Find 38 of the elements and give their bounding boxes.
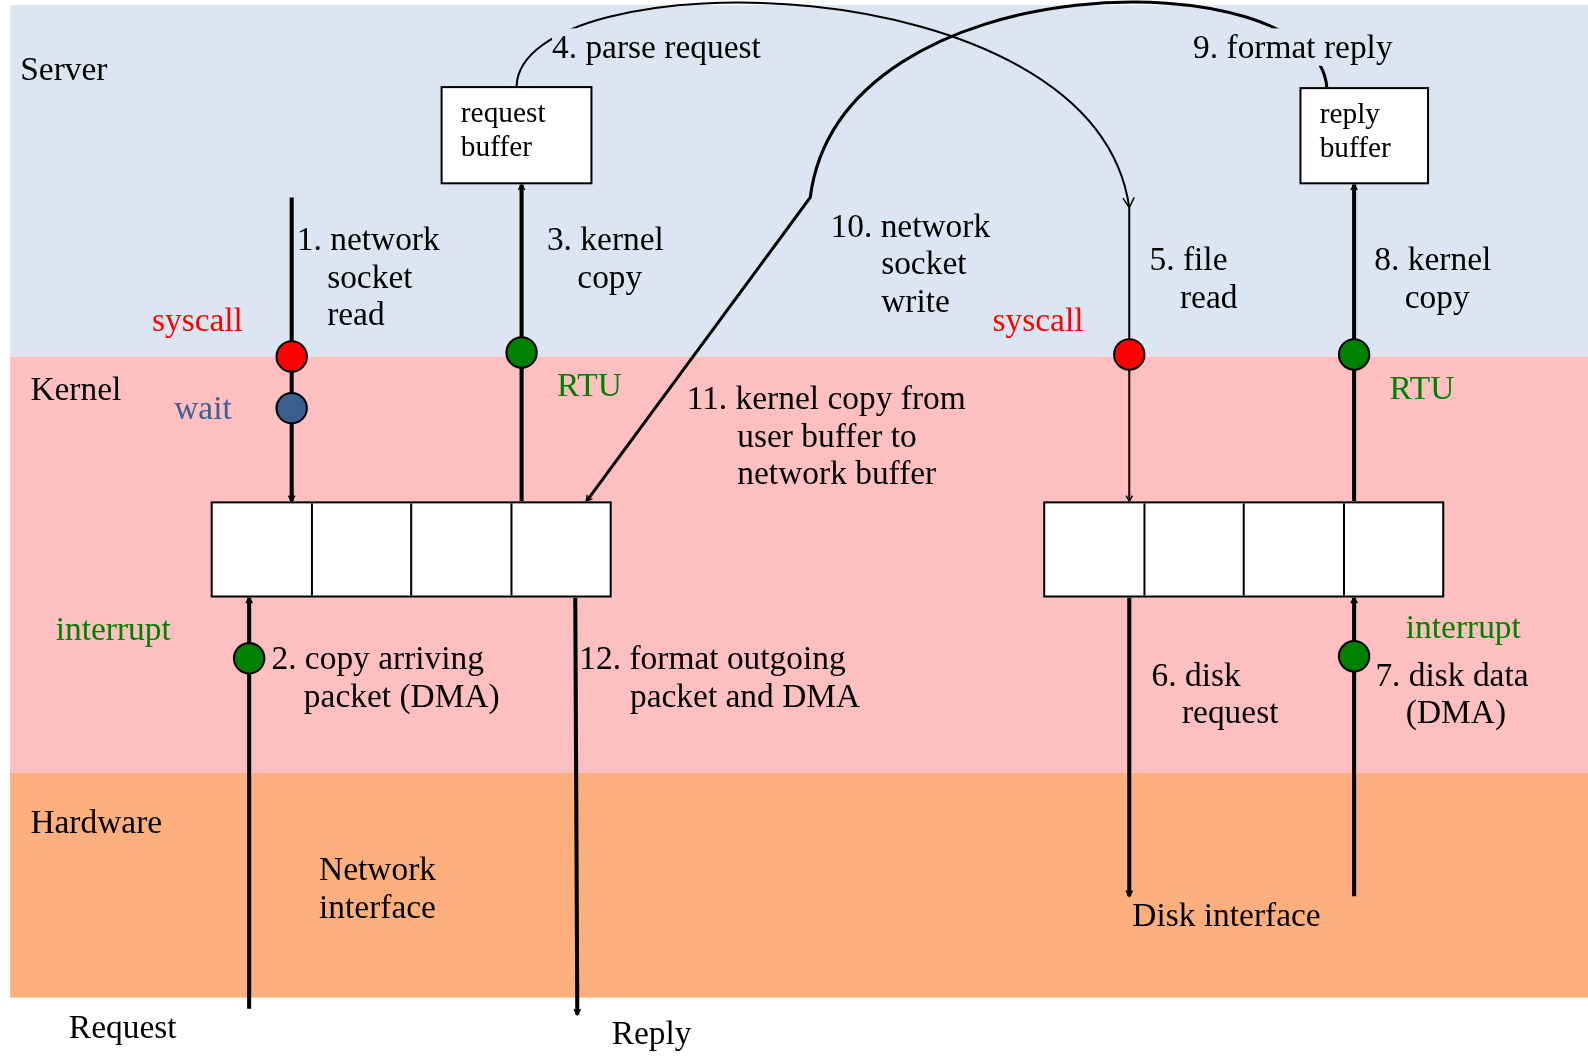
interface-label: Network interface <box>319 850 437 926</box>
buffer-array <box>210 501 612 598</box>
event-label: RTU <box>1389 369 1455 408</box>
edge-label: 7. disk data (DMA) <box>1375 656 1530 732</box>
buffer-array <box>1043 501 1445 598</box>
step-label: 5. file read <box>1149 241 1239 316</box>
step-label: 10. network socket write <box>830 207 992 321</box>
arrow <box>573 597 582 1016</box>
layer-band <box>10 5 1588 357</box>
edge-label: 1. network socket read <box>296 220 441 334</box>
io-label: Request <box>60 1008 254 1050</box>
event-label: syscall <box>992 301 1084 340</box>
arrow <box>585 0 1329 503</box>
layer-title: Kernel <box>30 370 122 409</box>
event-label: interrupt <box>1405 608 1521 647</box>
edge-label: 8. kernel copy <box>1374 241 1493 316</box>
layer-band <box>10 772 1588 998</box>
arrow <box>1350 183 1359 502</box>
edge-label: 2. copy arriving packet (DMA) <box>271 640 501 716</box>
edge-label: 3. kernel copy <box>546 220 665 296</box>
buffer-box: reply buffer <box>1299 87 1430 185</box>
event-label: RTU <box>557 366 622 405</box>
interface-label: Disk interface <box>1124 896 1388 941</box>
arrow <box>517 183 526 502</box>
arrow <box>1125 597 1134 898</box>
io-label: Reply <box>562 1014 725 1054</box>
buffer-box: request buffer <box>440 86 593 185</box>
layer-title: Hardware <box>30 803 163 841</box>
layer-title: Server <box>20 50 108 89</box>
layer-band <box>10 356 1588 773</box>
event-label: syscall <box>151 301 243 340</box>
edge-label: 12. format outgoing packet and DMA <box>579 640 862 716</box>
event-label: wait <box>174 389 232 428</box>
event-label: interrupt <box>55 610 171 649</box>
arrow <box>1350 596 1359 897</box>
edge-label: 6. disk request <box>1151 656 1280 732</box>
step-label: 11. kernel copy from user buffer to network buffer <box>686 379 967 493</box>
arrow <box>245 596 254 1009</box>
